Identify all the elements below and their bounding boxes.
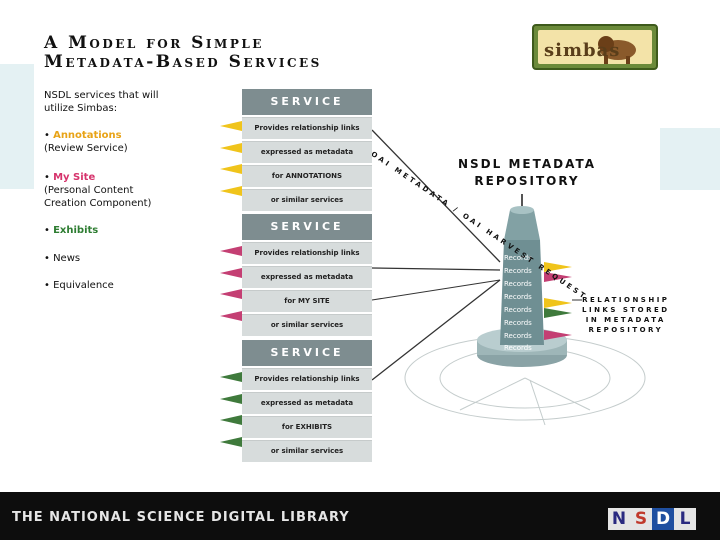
service-row: Provides relationship links [242,117,372,139]
nsdl-letter: L [674,508,696,530]
bullet-news: • News [44,253,81,264]
service-heading: SERVICE [242,214,372,240]
bullet-sub: Creation Component) [44,198,152,209]
flag-icon [220,437,242,447]
title-line-1: A Model for Simple [44,33,264,53]
title-line-2: Metadata-Based Services [44,52,322,72]
flag-icon [220,186,242,196]
flag-icon [220,164,242,174]
record-label: Records [504,267,532,275]
intro-line-2: utilize Simbas: [44,103,118,114]
decor-bar-left [0,64,34,189]
service-row: or similar services [242,314,372,336]
flag-icon [220,121,242,131]
record-label: Records [504,306,532,314]
service-row: Provides relationship links [242,368,372,390]
record-label: Records [504,293,532,301]
service-box-annotations: SERVICE Provides relationship links expr… [242,89,372,211]
bullet-exhibits: • Exhibits [44,225,99,236]
record-label: Records [504,280,532,288]
repository-title-line-1: NSDL METADATA [458,157,597,171]
intro-text: NSDL services that will utilize Simbas: [44,89,159,115]
bullet-label: Annotations [53,130,122,141]
bullet-label: News [53,253,81,264]
service-row: expressed as metadata [242,266,372,288]
slide-title: A Model for Simple Metadata-Based Servic… [44,34,322,72]
record-label: Records [504,332,532,340]
nsdl-logo: N S D L [608,508,696,530]
flag-icon [220,268,242,278]
flag-icon [220,143,242,153]
bullet-label: Equivalence [53,280,114,291]
service-box-my-site: SERVICE Provides relationship links expr… [242,214,372,336]
footer-bar: THE NATIONAL SCIENCE DIGITAL LIBRARY [0,492,720,540]
service-heading: SERVICE [242,340,372,366]
service-row: for EXHIBITS [242,416,372,438]
repository-title-line-2: REPOSITORY [474,174,580,188]
nsdl-letter: S [630,508,652,530]
bullet-sub: (Personal Content [44,185,134,196]
flag-icon [220,372,242,382]
relationship-note-line: IN METADATA [585,316,666,324]
bullet-my-site: • My Site (Personal Content Creation Com… [44,172,152,209]
bullet-sub: (Review Service) [44,143,128,154]
flag-icon [220,311,242,321]
nsdl-letter: N [608,508,630,530]
service-row: for MY SITE [242,290,372,312]
intro-line-1: NSDL services that will [44,90,159,101]
footer-text: THE NATIONAL SCIENCE DIGITAL LIBRARY [12,510,350,525]
connection-lines [371,129,646,426]
service-row: for ANNOTATIONS [242,165,372,187]
logo-text: simbas [544,40,621,61]
relationship-note-line: RELATIONSHIP [582,296,670,304]
flag-icon [220,289,242,299]
simbas-logo: simbas [532,24,658,70]
relationship-note-line: REPOSITORY [588,326,664,334]
service-row: Provides relationship links [242,242,372,264]
record-label: Records [504,254,532,262]
bullet-equivalence: • Equivalence [44,280,114,291]
lion-icon [598,36,636,64]
service-row: or similar services [242,440,372,462]
relationship-note: RELATIONSHIP LINKS STORED IN METADATA RE… [582,295,670,335]
bullet-label: My Site [53,172,96,183]
flag-icon [220,415,242,425]
repository-title: NSDL METADATA REPOSITORY [458,156,596,190]
nsdl-letter: D [652,508,674,530]
relationship-note-line: LINKS STORED [582,306,670,314]
record-label: Records [504,319,532,327]
bullet-annotations: • Annotations (Review Service) [44,130,128,154]
flag-icon [220,246,242,256]
service-row: expressed as metadata [242,392,372,414]
service-box-exhibits: SERVICE Provides relationship links expr… [242,340,372,462]
service-heading: SERVICE [242,89,372,115]
bullet-label: Exhibits [53,225,99,236]
decor-bar-right [660,128,720,190]
flag-icon [220,394,242,404]
record-label: Records [504,344,532,352]
service-row: expressed as metadata [242,141,372,163]
service-row: or similar services [242,189,372,211]
